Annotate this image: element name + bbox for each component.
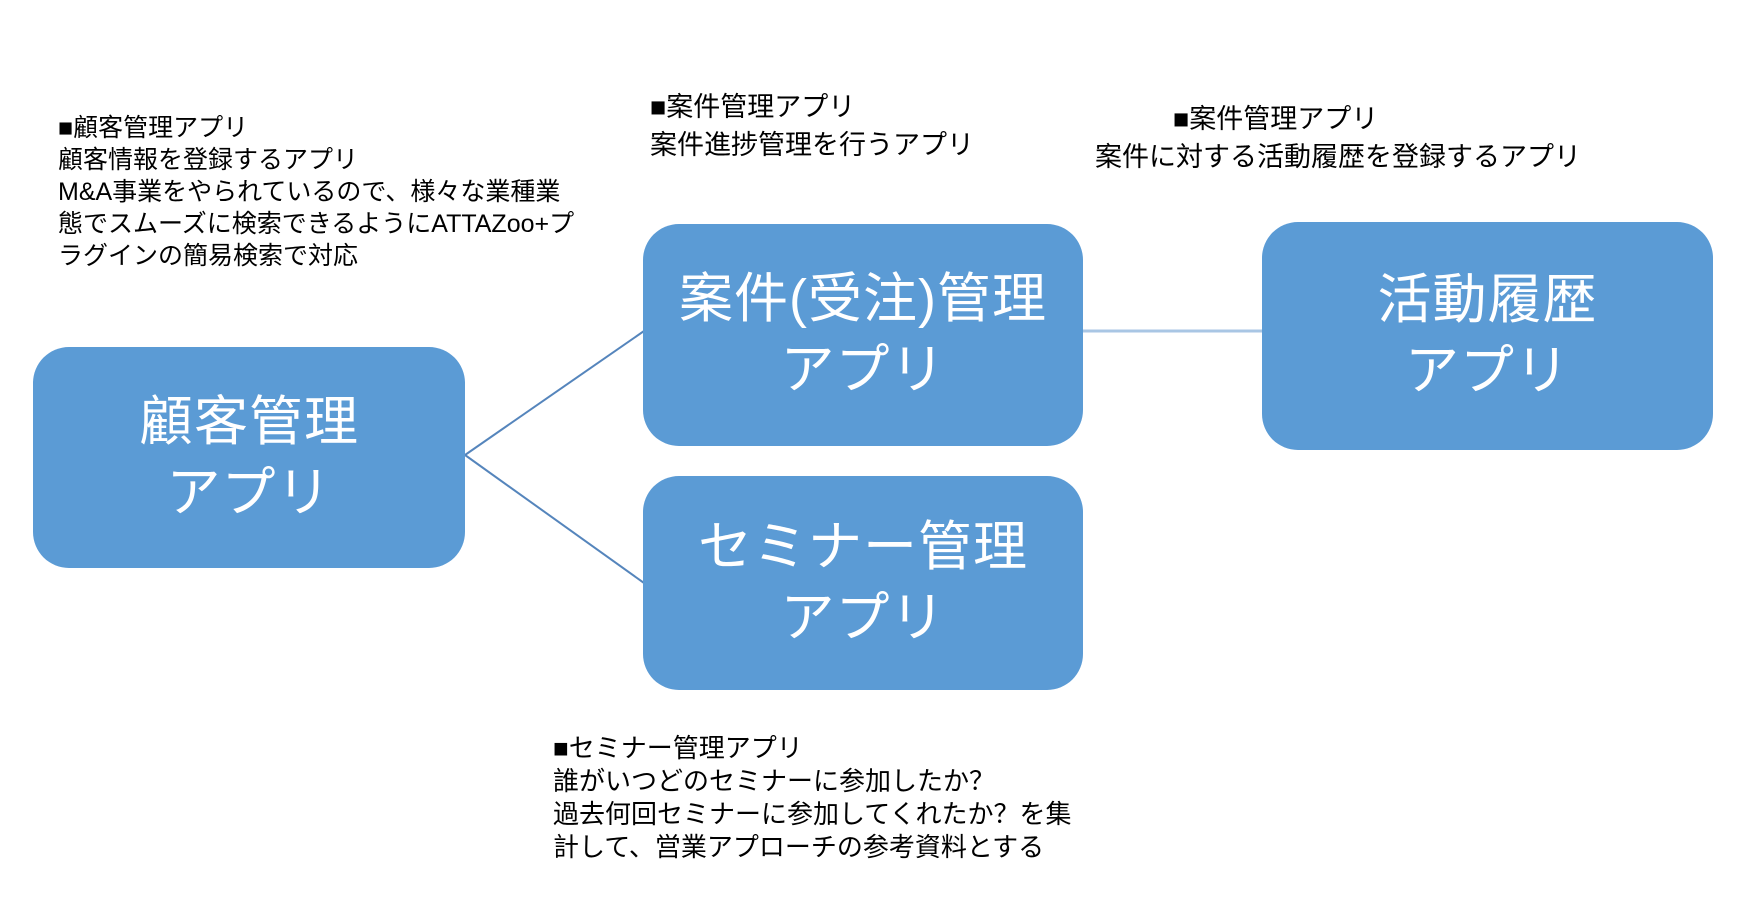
annotation-seminar-app: ■セミナー管理アプリ 誰がいつどのセミナーに参加したか？ 過去何回セミナーに参加…: [553, 732, 1071, 864]
annotation-line: ■セミナー管理アプリ: [553, 733, 803, 763]
node-title-line: アプリ: [780, 340, 946, 400]
node-case-management-app: 案件(受注)管理 アプリ: [643, 224, 1083, 446]
node-title-line: 顧客管理: [139, 391, 359, 452]
annotation-line: 過去何回セミナーに参加してくれたか？を集: [553, 799, 1072, 829]
node-title-line: アプリ: [1405, 341, 1570, 401]
node-seminar-management-app: セミナー管理 アプリ: [643, 476, 1083, 690]
annotation-line: 計して、営業アプローチの参考資料とする: [553, 832, 1045, 862]
annotation-activity-app: ■案件管理アプリ 案件に対する活動履歴を登録するアプリ: [1095, 100, 1581, 176]
node-title-line: セミナー管理: [698, 517, 1028, 577]
annotation-case-app: ■案件管理アプリ 案件進捗管理を行うアプリ: [650, 88, 974, 164]
annotation-line: 案件に対する活動履歴を登録するアプリ: [1095, 142, 1581, 172]
annotation-line: 誰がいつどのセミナーに参加したか？: [553, 766, 996, 796]
annotation-line: ■案件管理アプリ: [650, 92, 856, 122]
node-title-line: 案件(受注)管理: [679, 269, 1047, 329]
node-title-line: 活動履歴: [1377, 270, 1598, 330]
annotation-line: ■案件管理アプリ: [1173, 104, 1379, 134]
connector-customer-to-case: [464, 330, 645, 456]
annotation-line: 案件進捗管理を行うアプリ: [650, 130, 974, 160]
connector-customer-to-seminar: [464, 454, 645, 584]
node-customer-management-app: 顧客管理 アプリ: [33, 347, 465, 568]
annotation-line: 態でスムーズに検索できるようにATTAZoo+プ: [58, 210, 575, 238]
annotation-line: M&A事業をやられているので、様々な業種業: [58, 178, 561, 206]
node-activity-history-app: 活動履歴 アプリ: [1262, 222, 1713, 450]
annotation-line: ラグインの簡易検索で対応: [58, 242, 359, 270]
node-title-line: アプリ: [166, 462, 332, 523]
annotation-line: 顧客情報を登録するアプリ: [58, 146, 359, 174]
annotation-customer-app: ■顧客管理アプリ 顧客情報を登録するアプリ M&A事業をやられているので、様々な…: [58, 112, 574, 272]
annotation-line: ■顧客管理アプリ: [58, 114, 249, 142]
node-title-line: アプリ: [780, 588, 946, 648]
